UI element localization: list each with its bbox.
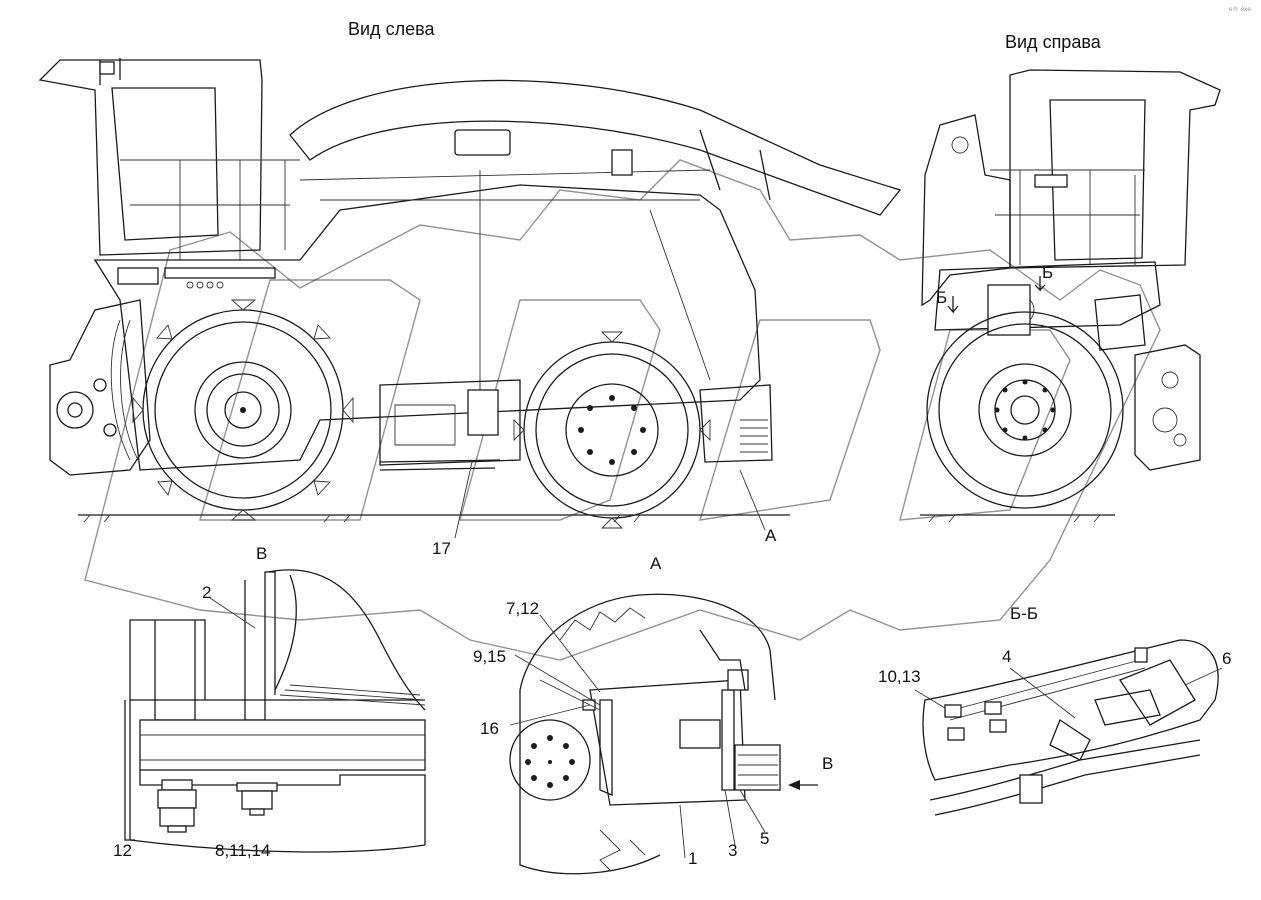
- callout-16: 16: [480, 719, 499, 738]
- callout-7-12: 7,12: [506, 599, 540, 618]
- detail-a: [509, 593, 818, 875]
- callout-8-11-14: 8,11,14: [215, 841, 271, 860]
- corner-mark: e® exe: [1228, 6, 1251, 13]
- marker-a-main: А: [765, 526, 777, 545]
- marker-b-left: Б: [936, 288, 948, 307]
- callout-2: 2: [202, 583, 212, 602]
- title-detail-a: А: [650, 554, 662, 573]
- callout-12: 12: [113, 841, 132, 860]
- harvester-right-view: [920, 69, 1221, 523]
- callout-6: 6: [1222, 649, 1232, 668]
- callout-17: 17: [432, 539, 451, 558]
- callout-9-15: 9,15: [473, 647, 507, 666]
- detail-v: [124, 569, 426, 853]
- title-right-view: Вид справа: [1005, 32, 1101, 52]
- title-detail-v: В: [256, 544, 268, 563]
- watermark: [84, 159, 1161, 661]
- callout-1: 1: [688, 849, 698, 868]
- harvester-left-view: [38, 58, 902, 539]
- marker-v-arrow: В: [822, 754, 834, 773]
- title-section-bb: Б-Б: [1010, 604, 1038, 623]
- callout-3: 3: [728, 841, 738, 860]
- marker-b-top: Б: [1042, 263, 1054, 282]
- title-left-view: Вид слева: [348, 19, 435, 39]
- callout-4: 4: [1002, 647, 1012, 666]
- section-bb: [914, 639, 1223, 816]
- callout-10-13: 10,13: [878, 667, 921, 686]
- callout-5: 5: [760, 829, 770, 848]
